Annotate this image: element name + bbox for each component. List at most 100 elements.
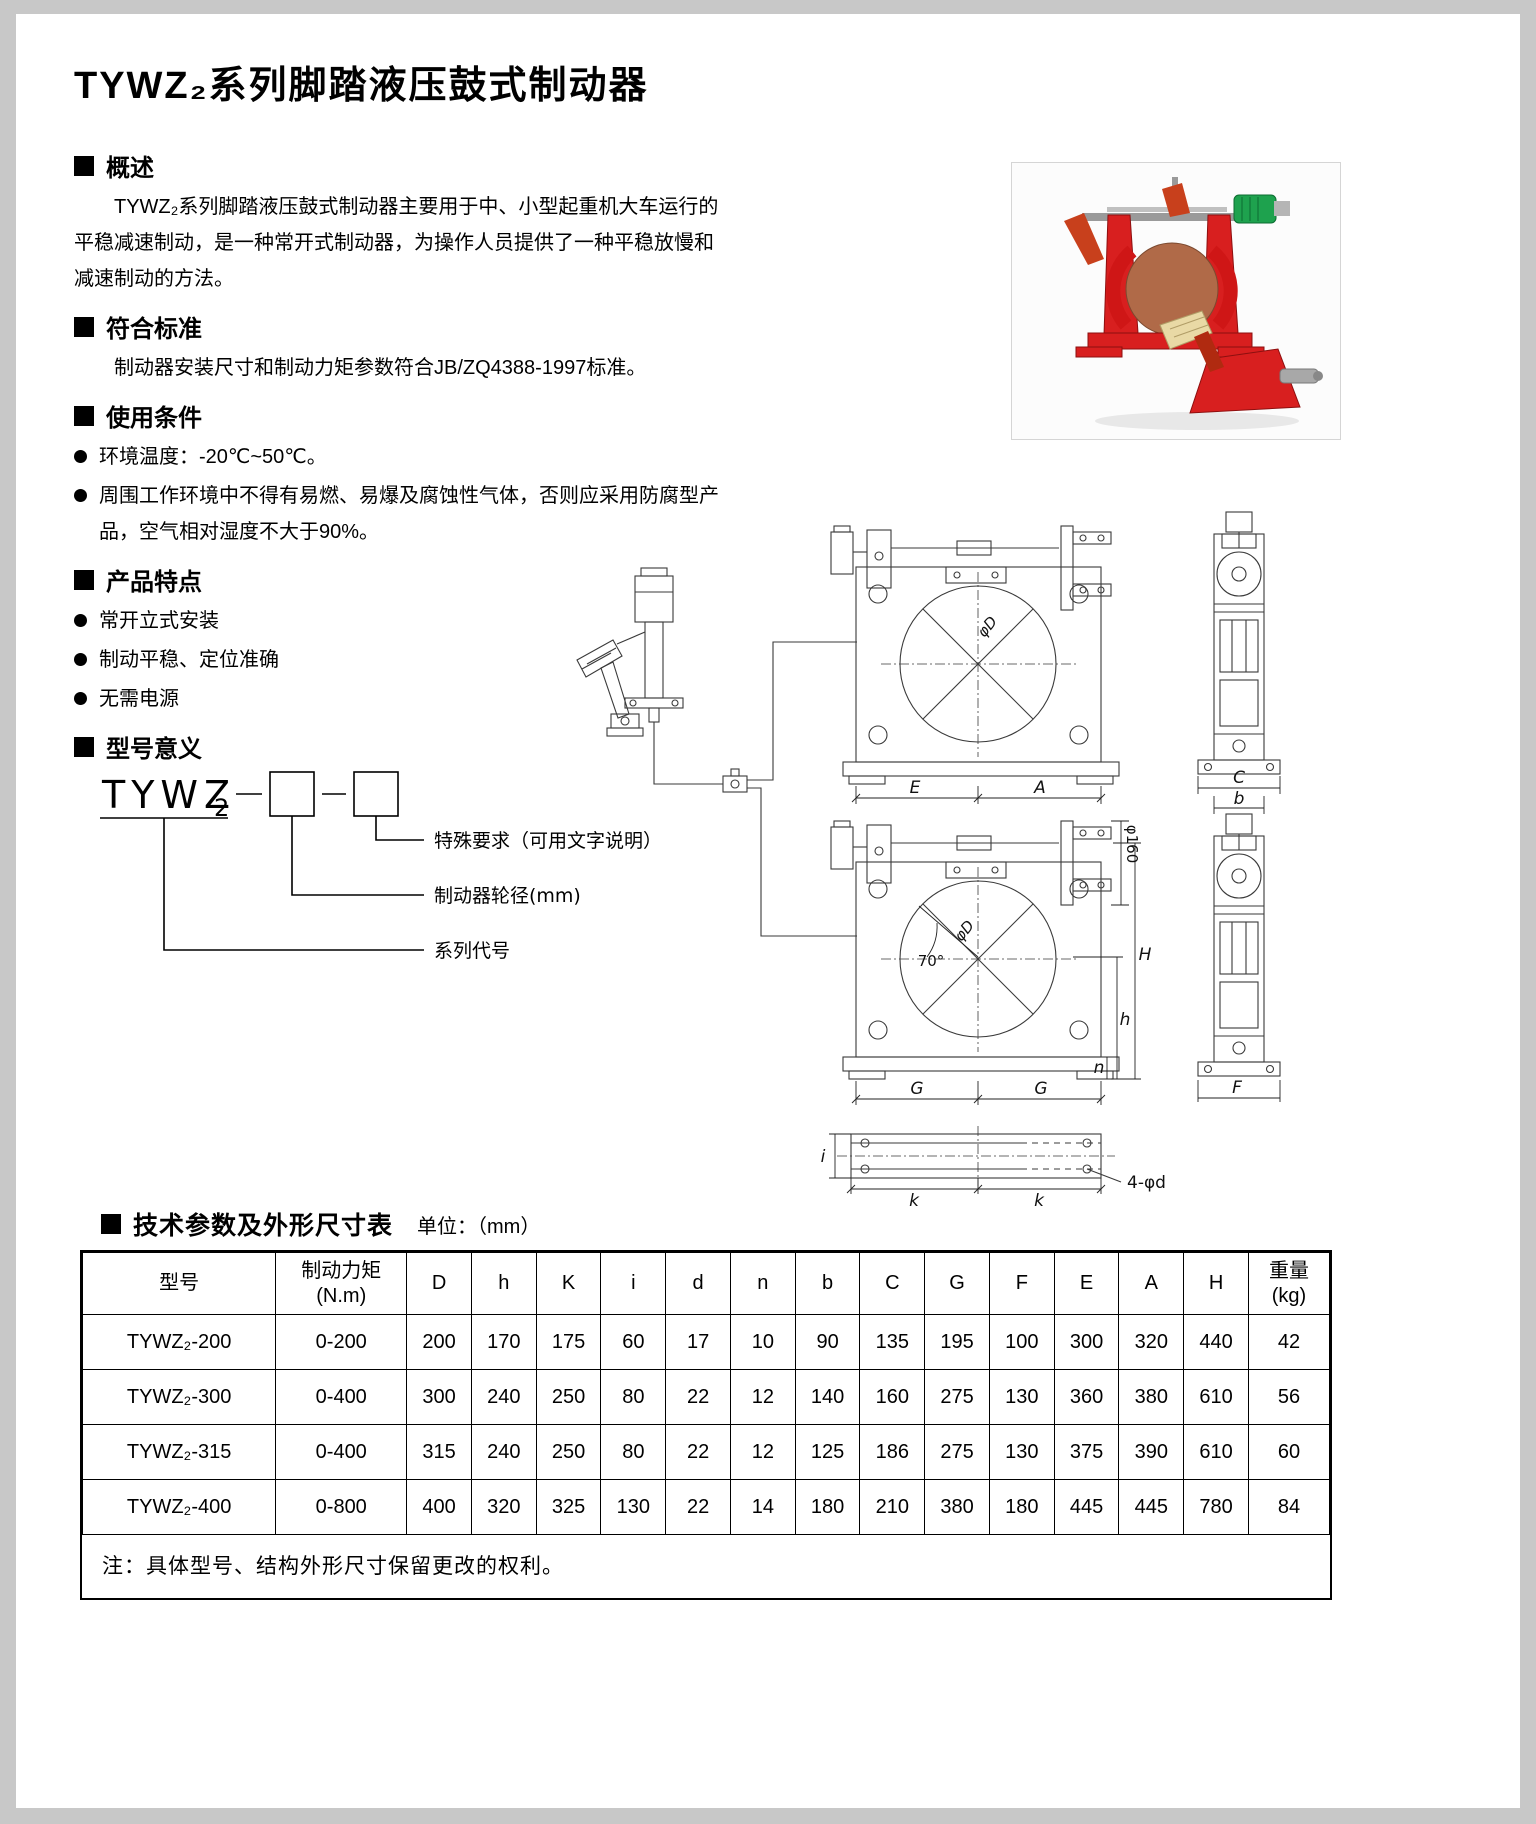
spec-col-header: G — [924, 1252, 990, 1315]
section-marker-icon — [74, 405, 94, 426]
spec-value-cell: 240 — [470, 1369, 537, 1425]
page-title: TYWZ₂系列脚踏液压鼓式制动器 — [74, 65, 649, 107]
spec-col-header: d — [665, 1252, 731, 1315]
spec-value-cell: 240 — [470, 1424, 537, 1480]
bullet-icon — [74, 692, 87, 705]
section-marker-icon — [74, 736, 94, 757]
spec-col-header: A — [1118, 1252, 1185, 1315]
standards-body: 制动器安装尺寸和制动力矩参数符合JB/ZQ4388-1997标准。 — [114, 357, 647, 379]
bullet-icon — [74, 653, 87, 666]
spec-value-cell: 180 — [988, 1479, 1055, 1535]
model-label-series-code: 系列代号 — [434, 940, 510, 962]
section-heading-overview: 概述 — [74, 148, 724, 183]
spec-value-cell: 100 — [988, 1314, 1055, 1370]
model-label-special: 特殊要求（可用文字说明） — [434, 830, 662, 852]
condition-text: 周围工作环境中不得有易燃、易爆及腐蚀性气体，否则应采用防腐型产品，空气相对湿度不… — [99, 485, 719, 543]
side-view-bottom — [1197, 813, 1281, 1077]
dim-label-C: C — [1233, 768, 1245, 788]
spec-value-cell: 90 — [794, 1314, 861, 1370]
spec-model-cell: TYWZ₂-400 — [81, 1479, 277, 1535]
spec-value-cell: 325 — [535, 1479, 602, 1535]
dim-label-E: E — [910, 778, 921, 798]
section-heading-standards: 符合标准 — [74, 309, 724, 344]
dim-label-k2: k — [1034, 1191, 1045, 1211]
dim-label-b: b — [1234, 789, 1245, 809]
spec-table-heading: 技术参数及外形尺寸表 — [133, 1212, 394, 1240]
content-column: 概述 TYWZ₂系列脚踏液压鼓式制动器主要用于中、小型起重机大车运行的平稳减速制… — [74, 148, 724, 770]
dim-label-h: h — [1120, 1010, 1131, 1030]
model-series-sub: 2 — [214, 794, 229, 822]
section-heading-features: 产品特点 — [74, 562, 724, 597]
spec-col-header: 重量 (kg) — [1247, 1252, 1331, 1315]
catalog-page: TYWZ₂系列脚踏液压鼓式制动器 概述 TYWZ₂系列脚踏液压鼓式制动器主要用于… — [16, 14, 1520, 1808]
feature-item: 制动平稳、定位准确 — [74, 642, 724, 678]
dim-label-angle: 70° — [918, 952, 945, 970]
model-code-heading: 型号意义 — [106, 736, 202, 763]
dim-label-holes: 4-φd — [1127, 1173, 1166, 1193]
dim-label-G1: G — [910, 1079, 923, 1099]
spec-value-cell: 10 — [729, 1314, 796, 1370]
spec-value-cell: 320 — [470, 1479, 537, 1535]
spec-value-cell: 300 — [406, 1369, 472, 1425]
section-heading-model-code: 型号意义 — [74, 729, 724, 764]
base-plan-view — [837, 1126, 1122, 1186]
spec-value-cell: 14 — [729, 1479, 796, 1535]
spec-table-unit: 单位：（mm） — [417, 1215, 541, 1238]
spec-value-cell: 12 — [729, 1369, 796, 1425]
spec-value-cell: 60 — [1247, 1424, 1331, 1480]
spec-value-cell: 445 — [1053, 1479, 1120, 1535]
side-view-top — [1197, 511, 1281, 775]
spec-value-cell: 56 — [1247, 1369, 1331, 1425]
spec-value-cell: 160 — [859, 1369, 926, 1425]
spec-value-cell: 445 — [1118, 1479, 1185, 1535]
spec-value-cell: 375 — [1053, 1424, 1120, 1480]
spec-col-header: n — [729, 1252, 796, 1315]
spec-value-cell: 140 — [794, 1369, 861, 1425]
spec-col-header: i — [600, 1252, 667, 1315]
dimension-lines — [829, 776, 1281, 1194]
section-marker-icon — [101, 1214, 121, 1234]
feature-item: 常开立式安装 — [74, 603, 724, 639]
standards-heading: 符合标准 — [106, 316, 202, 343]
spec-col-header: 型号 — [81, 1252, 277, 1315]
spec-col-header: h — [470, 1252, 537, 1315]
spec-value-cell: 175 — [535, 1314, 602, 1370]
spec-value-cell: 300 — [1053, 1314, 1120, 1370]
feature-text: 无需电源 — [99, 688, 179, 710]
spec-col-header: 制动力矩 (N.m) — [275, 1252, 408, 1315]
spec-value-cell: 0-400 — [275, 1369, 408, 1425]
spec-table-heading-row: 技术参数及外形尺寸表 单位：（mm） — [101, 1206, 540, 1242]
spec-value-cell: 250 — [535, 1369, 602, 1425]
spec-value-cell: 135 — [859, 1314, 926, 1370]
spec-model-cell: TYWZ₂-200 — [81, 1314, 277, 1370]
brake-photo-illustration — [1064, 177, 1323, 430]
spec-value-cell: 0-200 — [275, 1314, 408, 1370]
feature-text: 常开立式安装 — [99, 610, 219, 632]
spec-value-cell: 380 — [1118, 1369, 1185, 1425]
conditions-heading: 使用条件 — [106, 405, 202, 432]
spec-value-cell: 60 — [600, 1314, 667, 1370]
dim-label-n: n — [1094, 1058, 1105, 1078]
spec-value-cell: 320 — [1118, 1314, 1185, 1370]
overview-body: TYWZ₂系列脚踏液压鼓式制动器主要用于中、小型起重机大车运行的平稳减速制动，是… — [74, 196, 719, 290]
spec-value-cell: 12 — [729, 1424, 796, 1480]
spec-value-cell: 0-400 — [275, 1424, 408, 1480]
spec-value-cell: 380 — [924, 1479, 990, 1535]
dim-label-phiD-top: φD — [973, 613, 1001, 641]
spec-value-cell: 80 — [600, 1369, 667, 1425]
model-label-diameter: 制动器轮径(mm) — [434, 885, 581, 907]
spec-value-cell: 0-800 — [275, 1479, 408, 1535]
section-marker-icon — [74, 316, 94, 337]
spec-value-cell: 17 — [665, 1314, 731, 1370]
dim-label-phiD: φD — [950, 917, 978, 945]
bullet-icon — [74, 614, 87, 627]
spec-value-cell: 440 — [1183, 1314, 1249, 1370]
spec-value-cell: 250 — [535, 1424, 602, 1480]
product-photo — [1011, 162, 1341, 440]
